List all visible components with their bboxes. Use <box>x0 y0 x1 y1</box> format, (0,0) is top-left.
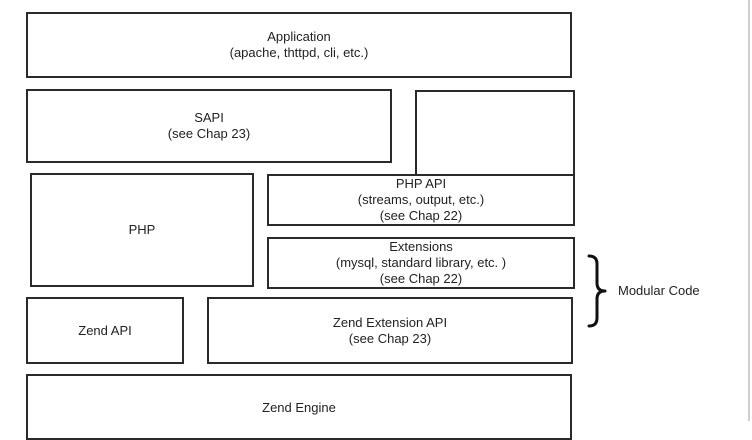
php-api-title: PHP API <box>395 176 447 191</box>
zend-extension-api-title: Zend Extension API <box>332 314 448 330</box>
application-layer-box: Application (apache, thttpd, cli, etc.) <box>26 12 572 78</box>
sapi-title: SAPI <box>194 110 224 125</box>
modular-code-label: Modular Code <box>618 283 700 298</box>
application-detail: (apache, thttpd, cli, etc.) <box>229 45 369 60</box>
curly-brace-icon <box>587 254 607 328</box>
extensions-detail: (mysql, standard library, etc. ) <box>335 255 507 270</box>
zend-engine-layer-box: Zend Engine <box>26 374 572 440</box>
sapi-layer-box: SAPI (see Chap 23) <box>26 89 392 163</box>
zend-api-layer-box: Zend API <box>26 297 184 364</box>
extensions-ref: (see Chap 22) <box>379 271 463 286</box>
right-edge-line <box>748 0 750 421</box>
extensions-title: Extensions <box>389 239 453 254</box>
php-title: PHP <box>128 222 156 237</box>
zend-engine-title: Zend Engine <box>262 400 336 415</box>
php-api-ref: (see Chap 22) <box>379 208 463 223</box>
zend-extension-api-layer-box: Zend Extension API (see Chap 23) <box>207 297 573 364</box>
zend-api-title: Zend API <box>78 322 132 338</box>
extensions-layer-box: Extensions (mysql, standard library, etc… <box>267 237 575 289</box>
php-layer-box: PHP <box>30 173 254 287</box>
zend-extension-api-detail: (see Chap 23) <box>348 330 432 346</box>
application-title: Application <box>267 29 331 44</box>
sapi-detail: (see Chap 23) <box>167 126 251 141</box>
php-api-detail: (streams, output, etc.) <box>357 192 485 207</box>
php-api-layer-box: PHP API (streams, output, etc.) (see Cha… <box>267 174 575 226</box>
empty-layer-box <box>415 90 575 176</box>
